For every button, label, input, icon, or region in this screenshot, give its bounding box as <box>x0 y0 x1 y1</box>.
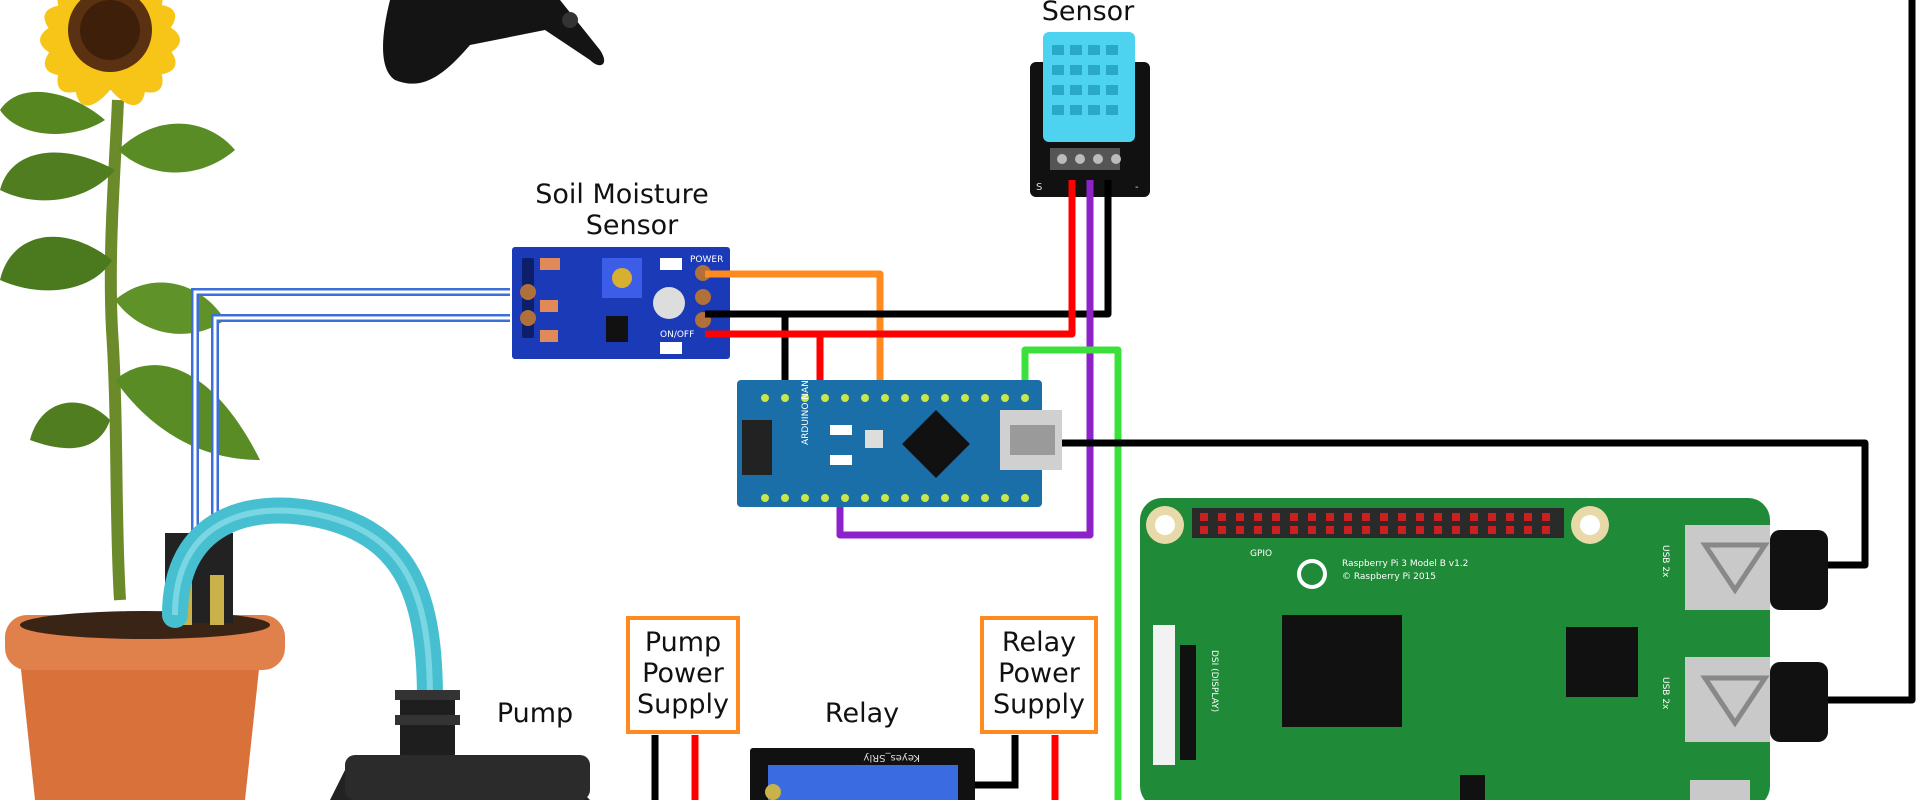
wire-red-dht <box>816 180 1076 388</box>
wire-black-usb <box>1060 439 1869 569</box>
rpi-model-label: Raspberry Pi 3 Model B v1.2 <box>1342 559 1468 569</box>
arduino-nano: ARDUINO NANO V3.0 <box>737 349 1062 507</box>
relay-module: Keyes_SRly <box>750 748 975 800</box>
soil-sensor-label-line1: Soil Moisture <box>535 179 708 210</box>
pump-supply-line1: Pump <box>645 627 721 658</box>
dht-pin-minus-label: - <box>1135 182 1139 193</box>
nano-brand-label: ARDUINO NANO V3.0 <box>801 349 811 445</box>
soil-sensor-label-line2: Sensor <box>586 210 679 241</box>
relay-label: Relay <box>825 698 899 729</box>
rpi-copyright-label: © Raspberry Pi 2015 <box>1342 572 1436 582</box>
relay-supply-line3: Supply <box>993 689 1085 720</box>
flower-pot <box>5 611 285 800</box>
wire-purple <box>836 180 1094 539</box>
gpio-label: GPIO <box>1250 549 1272 559</box>
dht-pin-s-label: S <box>1036 182 1042 193</box>
pump-supply-line3: Supply <box>637 689 729 720</box>
relay-supply-line2: Power <box>998 658 1081 689</box>
sunflower-plant <box>0 0 260 601</box>
temperature-sensor-label: Sensor <box>1042 0 1135 27</box>
water-pump <box>330 690 590 800</box>
camera-clip <box>383 0 605 84</box>
raspberry-pi-board: GPIO Raspberry Pi 3 Model B v1.2 © Raspb… <box>1140 498 1828 800</box>
relay-supply-line1: Relay <box>1002 627 1076 658</box>
relay-brand-label: Keyes_SRly <box>863 752 920 763</box>
raspberry-logo-icon <box>1297 559 1327 589</box>
wire-orange <box>705 270 884 388</box>
relay-power-supply-box: Relay Power Supply <box>980 616 1098 734</box>
soil-power-label: POWER <box>690 255 723 265</box>
wire-black-usb2 <box>1825 0 1916 704</box>
usb-label-1: USB 2x <box>1660 545 1670 578</box>
pump-supply-line2: Power <box>642 658 725 689</box>
soil-onoff-label: ON/OFF <box>660 330 694 340</box>
wire-black-dht <box>781 180 1112 388</box>
pump-power-supply-box: Pump Power Supply <box>626 616 740 734</box>
usb-label-2: USB 2x <box>1660 677 1670 710</box>
wire-green <box>1021 346 1122 800</box>
soil-moisture-sensor-module: POWER ON/OFF <box>512 247 730 359</box>
pump-label: Pump <box>497 698 573 729</box>
temperature-humidity-sensor: S - <box>1030 32 1150 197</box>
sunflower-head <box>40 0 180 106</box>
dsi-label: DSI (DISPLAY) <box>1209 650 1219 712</box>
